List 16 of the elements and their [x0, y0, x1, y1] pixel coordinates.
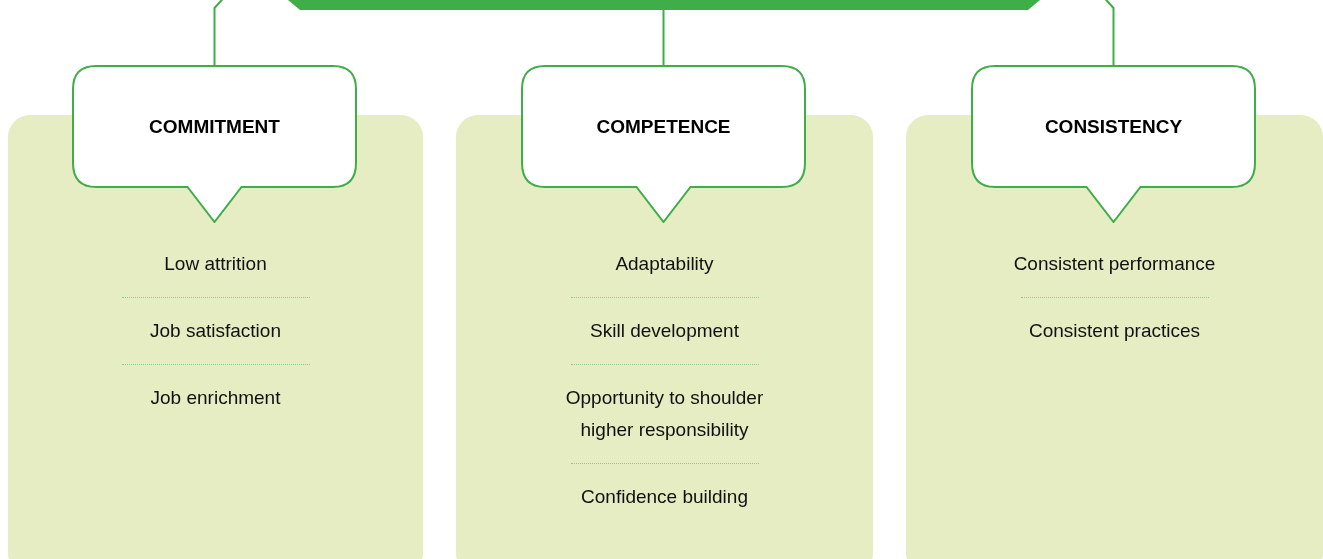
- category-heading: CONSISTENCY: [1043, 115, 1184, 139]
- callout-bubble: [521, 65, 806, 223]
- category-heading: COMMITMENT: [148, 115, 281, 139]
- item-text: Skill development: [589, 319, 740, 343]
- item-text: Adaptability: [614, 252, 715, 276]
- item-text: Opportunity to shoulder higher responsibility: [564, 386, 765, 442]
- item-text: Job enrichment: [149, 386, 282, 410]
- item-text: Confidence building: [580, 485, 749, 509]
- item-text: Consistent practices: [1027, 319, 1202, 343]
- item-text: Consistent performance: [1012, 252, 1217, 276]
- item-text: Low attrition: [163, 252, 268, 276]
- item-text: Job satisfaction: [149, 319, 282, 343]
- category-heading: COMPETENCE: [595, 115, 732, 139]
- callout-bubble: [72, 65, 357, 223]
- connector-line: [662, 9, 665, 66]
- callout-bubble: [971, 65, 1256, 223]
